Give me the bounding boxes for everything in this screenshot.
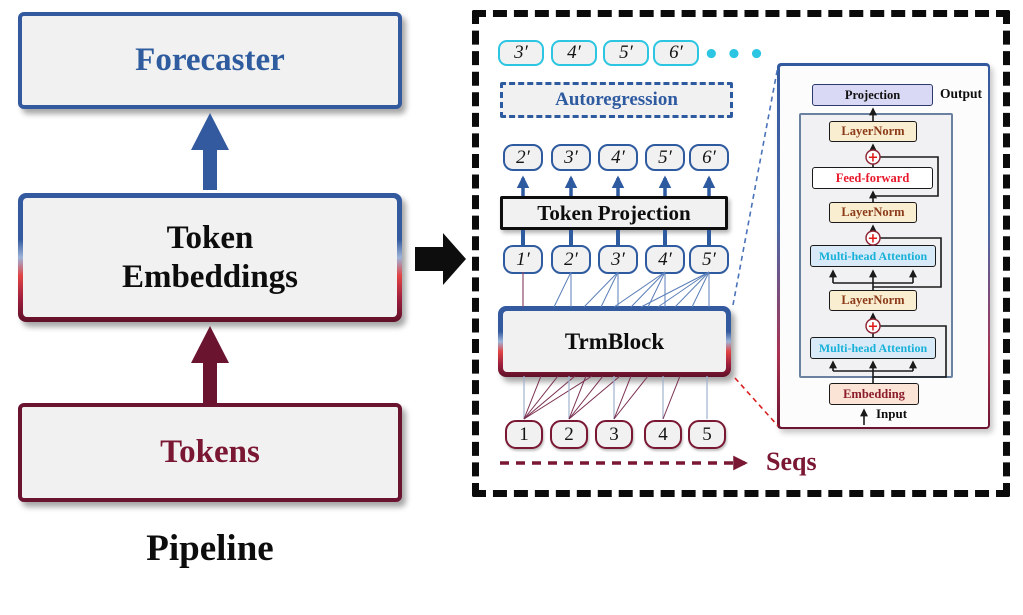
autoregression-label: Autoregression	[555, 89, 678, 110]
output-token: 4′	[598, 144, 638, 171]
forecaster-label: Forecaster	[135, 42, 285, 78]
future-token: 6′	[653, 40, 699, 66]
hidden-token: 2′	[551, 245, 591, 274]
multi-head-attention-box: Multi-head Attention	[810, 337, 936, 359]
embedding-box: Embedding	[829, 383, 919, 405]
future-token: 4′	[551, 40, 597, 66]
future-token: 3′	[498, 40, 544, 66]
right-arrow-pipeline-to-panel	[415, 233, 466, 285]
output-token: 6′	[689, 144, 729, 171]
token-projection-label: Token Projection	[537, 200, 691, 225]
ellipsis-dots: •••	[703, 40, 771, 70]
feed-forward-box: Feed-forward	[812, 167, 933, 189]
hidden-token: 4′	[645, 245, 685, 274]
trmblock-box: TrmBlock	[498, 306, 731, 377]
layernorm-box: LayerNorm	[829, 202, 917, 223]
token-projection-box: Token Projection	[500, 196, 728, 230]
output-token: 2′	[503, 144, 543, 171]
tokens-box: Tokens	[18, 403, 402, 502]
input-token: 5	[688, 420, 726, 449]
input-label: Input	[876, 406, 908, 421]
token-embeddings-box: Token Embeddings	[18, 193, 402, 322]
output-token: 3′	[551, 144, 591, 171]
output-label: Output	[940, 86, 983, 101]
trmblock-label: TrmBlock	[564, 328, 665, 354]
up-arrow-tokens-to-embeddings	[191, 326, 229, 403]
forecaster-box: Forecaster	[18, 12, 402, 109]
hidden-token: 5′	[689, 245, 729, 274]
input-token: 2	[550, 420, 588, 449]
layernorm-box: LayerNorm	[829, 121, 917, 142]
input-token: 1	[505, 420, 543, 449]
future-token: 5′	[603, 40, 649, 66]
autoregression-box: Autoregression	[500, 82, 733, 118]
pipeline-caption: Pipeline	[146, 528, 274, 569]
output-token: 5′	[645, 144, 685, 171]
projection-box: Projection	[812, 84, 933, 106]
detail-panel-border	[472, 10, 1010, 497]
input-token: 3	[595, 420, 633, 449]
hidden-token: 1′	[503, 245, 543, 274]
hidden-token: 3′	[598, 245, 638, 274]
token-embeddings-label: Token Embeddings	[121, 219, 299, 295]
up-arrow-tokens-to-forecaster	[191, 113, 229, 190]
layernorm-box: LayerNorm	[829, 290, 917, 311]
seqs-label: Seqs	[766, 447, 817, 476]
input-token: 4	[644, 420, 682, 449]
multi-head-attention-box: Multi-head Attention	[810, 245, 936, 267]
tokens-label: Tokens	[160, 434, 260, 470]
